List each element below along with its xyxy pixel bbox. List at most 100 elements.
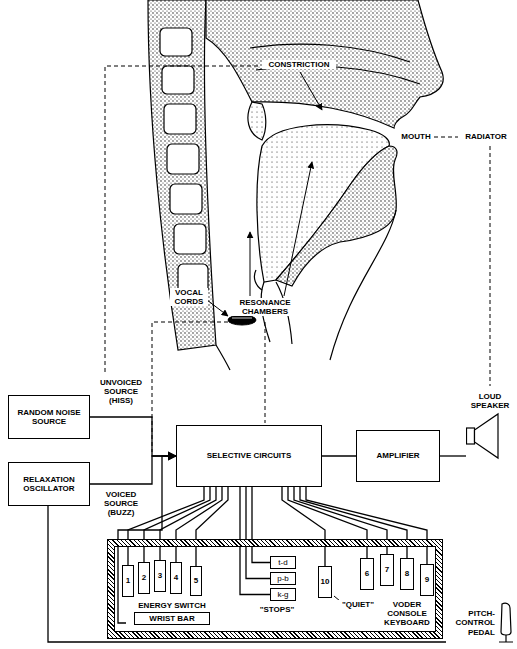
console-housing: 1 2 3 4 5 6 7 8 9 10 t-d p-b k-gENERGY SWITCH WRIST B… <box>108 540 442 638</box>
nasal-region <box>206 0 443 128</box>
signal-wire <box>144 487 210 562</box>
loud-speaker: LOUD SPEAKER <box>466 392 514 460</box>
pedal-symbol <box>498 602 514 644</box>
leader-line <box>250 232 251 296</box>
leader-line <box>207 72 340 601</box>
pedal-plate <box>501 603 511 635</box>
lower-jaw <box>216 146 397 370</box>
source-box: RANDOM NOISE SOURCE <box>8 395 90 439</box>
nasal-region <box>206 0 443 128</box>
lower-jaw <box>216 345 230 370</box>
speaker-magnet <box>467 428 475 444</box>
speaker-cone <box>475 414 499 458</box>
console-key: 4 <box>170 562 182 594</box>
console-key: 5 <box>190 566 202 596</box>
node-label: 4 <box>174 573 178 582</box>
vocal-cords <box>232 318 252 319</box>
node-label: 2 <box>142 573 146 582</box>
signal-wire <box>48 506 446 642</box>
source-box: RELAXATION OSCILLATOR <box>8 462 90 506</box>
leader-line <box>207 300 228 316</box>
pedal-base <box>499 635 513 642</box>
node-label: SELECTIVE CIRCUITS <box>207 451 291 460</box>
part-label: RADIATOR <box>460 132 512 141</box>
signal-wire <box>246 487 270 579</box>
wrist-bar: ENERGY SWITCH WRIST BAR <box>126 601 218 630</box>
signal-wire <box>196 487 228 566</box>
signal-wire <box>252 487 270 563</box>
signal-wire <box>322 455 356 456</box>
signal-wire <box>160 487 216 560</box>
console-key: 9 <box>420 564 434 596</box>
node-label: AMPLIFIER <box>376 451 419 460</box>
stop-key: p-b <box>270 572 296 585</box>
node-label: LOUD SPEAKER <box>466 392 514 410</box>
leader-line <box>300 72 322 110</box>
spine <box>162 66 194 94</box>
console-key: 7 <box>380 554 394 586</box>
lower-jaw <box>276 146 397 286</box>
vocal-cords <box>228 315 256 325</box>
part-label: "STOPS" <box>256 605 298 614</box>
signal-label: UNVOICED SOURCE (HISS) <box>92 378 150 406</box>
signal-wire <box>176 487 222 562</box>
node-label: PITCH-CONTROL PEDAL <box>446 609 498 637</box>
part-label: VOCAL CORDS <box>170 288 208 306</box>
larynx <box>254 270 262 290</box>
console-key: 8 <box>400 558 414 590</box>
node-label: 1 <box>126 576 130 585</box>
stop-key: t-d <box>270 556 296 569</box>
console-key: 10 <box>318 566 332 598</box>
node-label: 9 <box>425 575 429 584</box>
spine <box>167 144 199 174</box>
signal-wire <box>306 487 427 564</box>
console-key: 6 <box>360 558 374 590</box>
circuit-box: SELECTIVE CIRCUITS <box>176 425 322 487</box>
spine <box>160 28 192 56</box>
part-label: "QUIET" <box>338 600 378 609</box>
spine <box>174 224 206 254</box>
node-label: 10 <box>321 577 330 586</box>
signal-wire <box>282 487 325 566</box>
lower-jaw <box>330 210 396 360</box>
speaker-symbol <box>466 412 500 460</box>
part-label: RESONANCE CHAMBERS <box>232 298 298 316</box>
leader-line <box>284 162 312 296</box>
node-label: p-b <box>277 574 289 583</box>
node-label: WRIST BAR <box>134 612 210 625</box>
spine <box>164 104 196 134</box>
signal-wire <box>440 455 466 456</box>
node-label: VODER CONSOLE KEYBOARD <box>378 600 436 628</box>
node-label: 5 <box>194 576 198 585</box>
console-key: 2 <box>138 562 150 594</box>
stop-key: k-g <box>270 588 296 601</box>
node-label: RANDOM NOISE SOURCE <box>12 408 86 426</box>
part-label: MOUTH <box>398 132 434 141</box>
dashed-link <box>265 322 266 423</box>
amplifier-box: AMPLIFIER <box>356 430 440 482</box>
node-label: 8 <box>405 569 409 578</box>
dashed-link <box>434 137 458 138</box>
spine <box>170 184 202 214</box>
signal-wire <box>90 417 176 456</box>
switch-heading: ENERGY SWITCH <box>126 601 218 610</box>
part-label: CONSTRICTION <box>262 60 336 69</box>
spine <box>148 0 216 350</box>
spine <box>148 0 216 350</box>
vocal-cords <box>228 315 256 325</box>
console-key: 3 <box>154 560 166 592</box>
soft-palate <box>248 102 266 140</box>
signal-wire <box>300 487 407 558</box>
node-label: k-g <box>277 590 288 599</box>
soft-palate <box>248 102 266 140</box>
signal-wire <box>90 456 176 484</box>
console-key: 1 <box>122 565 134 597</box>
node-label: 6 <box>365 569 369 578</box>
dashed-link <box>490 146 491 386</box>
node-label: 3 <box>158 571 162 580</box>
dashed-link <box>105 66 258 373</box>
dashed-link <box>105 66 490 452</box>
pitch-pedal: PITCH-CONTROL PEDAL <box>446 600 514 646</box>
node-label: 7 <box>385 565 389 574</box>
